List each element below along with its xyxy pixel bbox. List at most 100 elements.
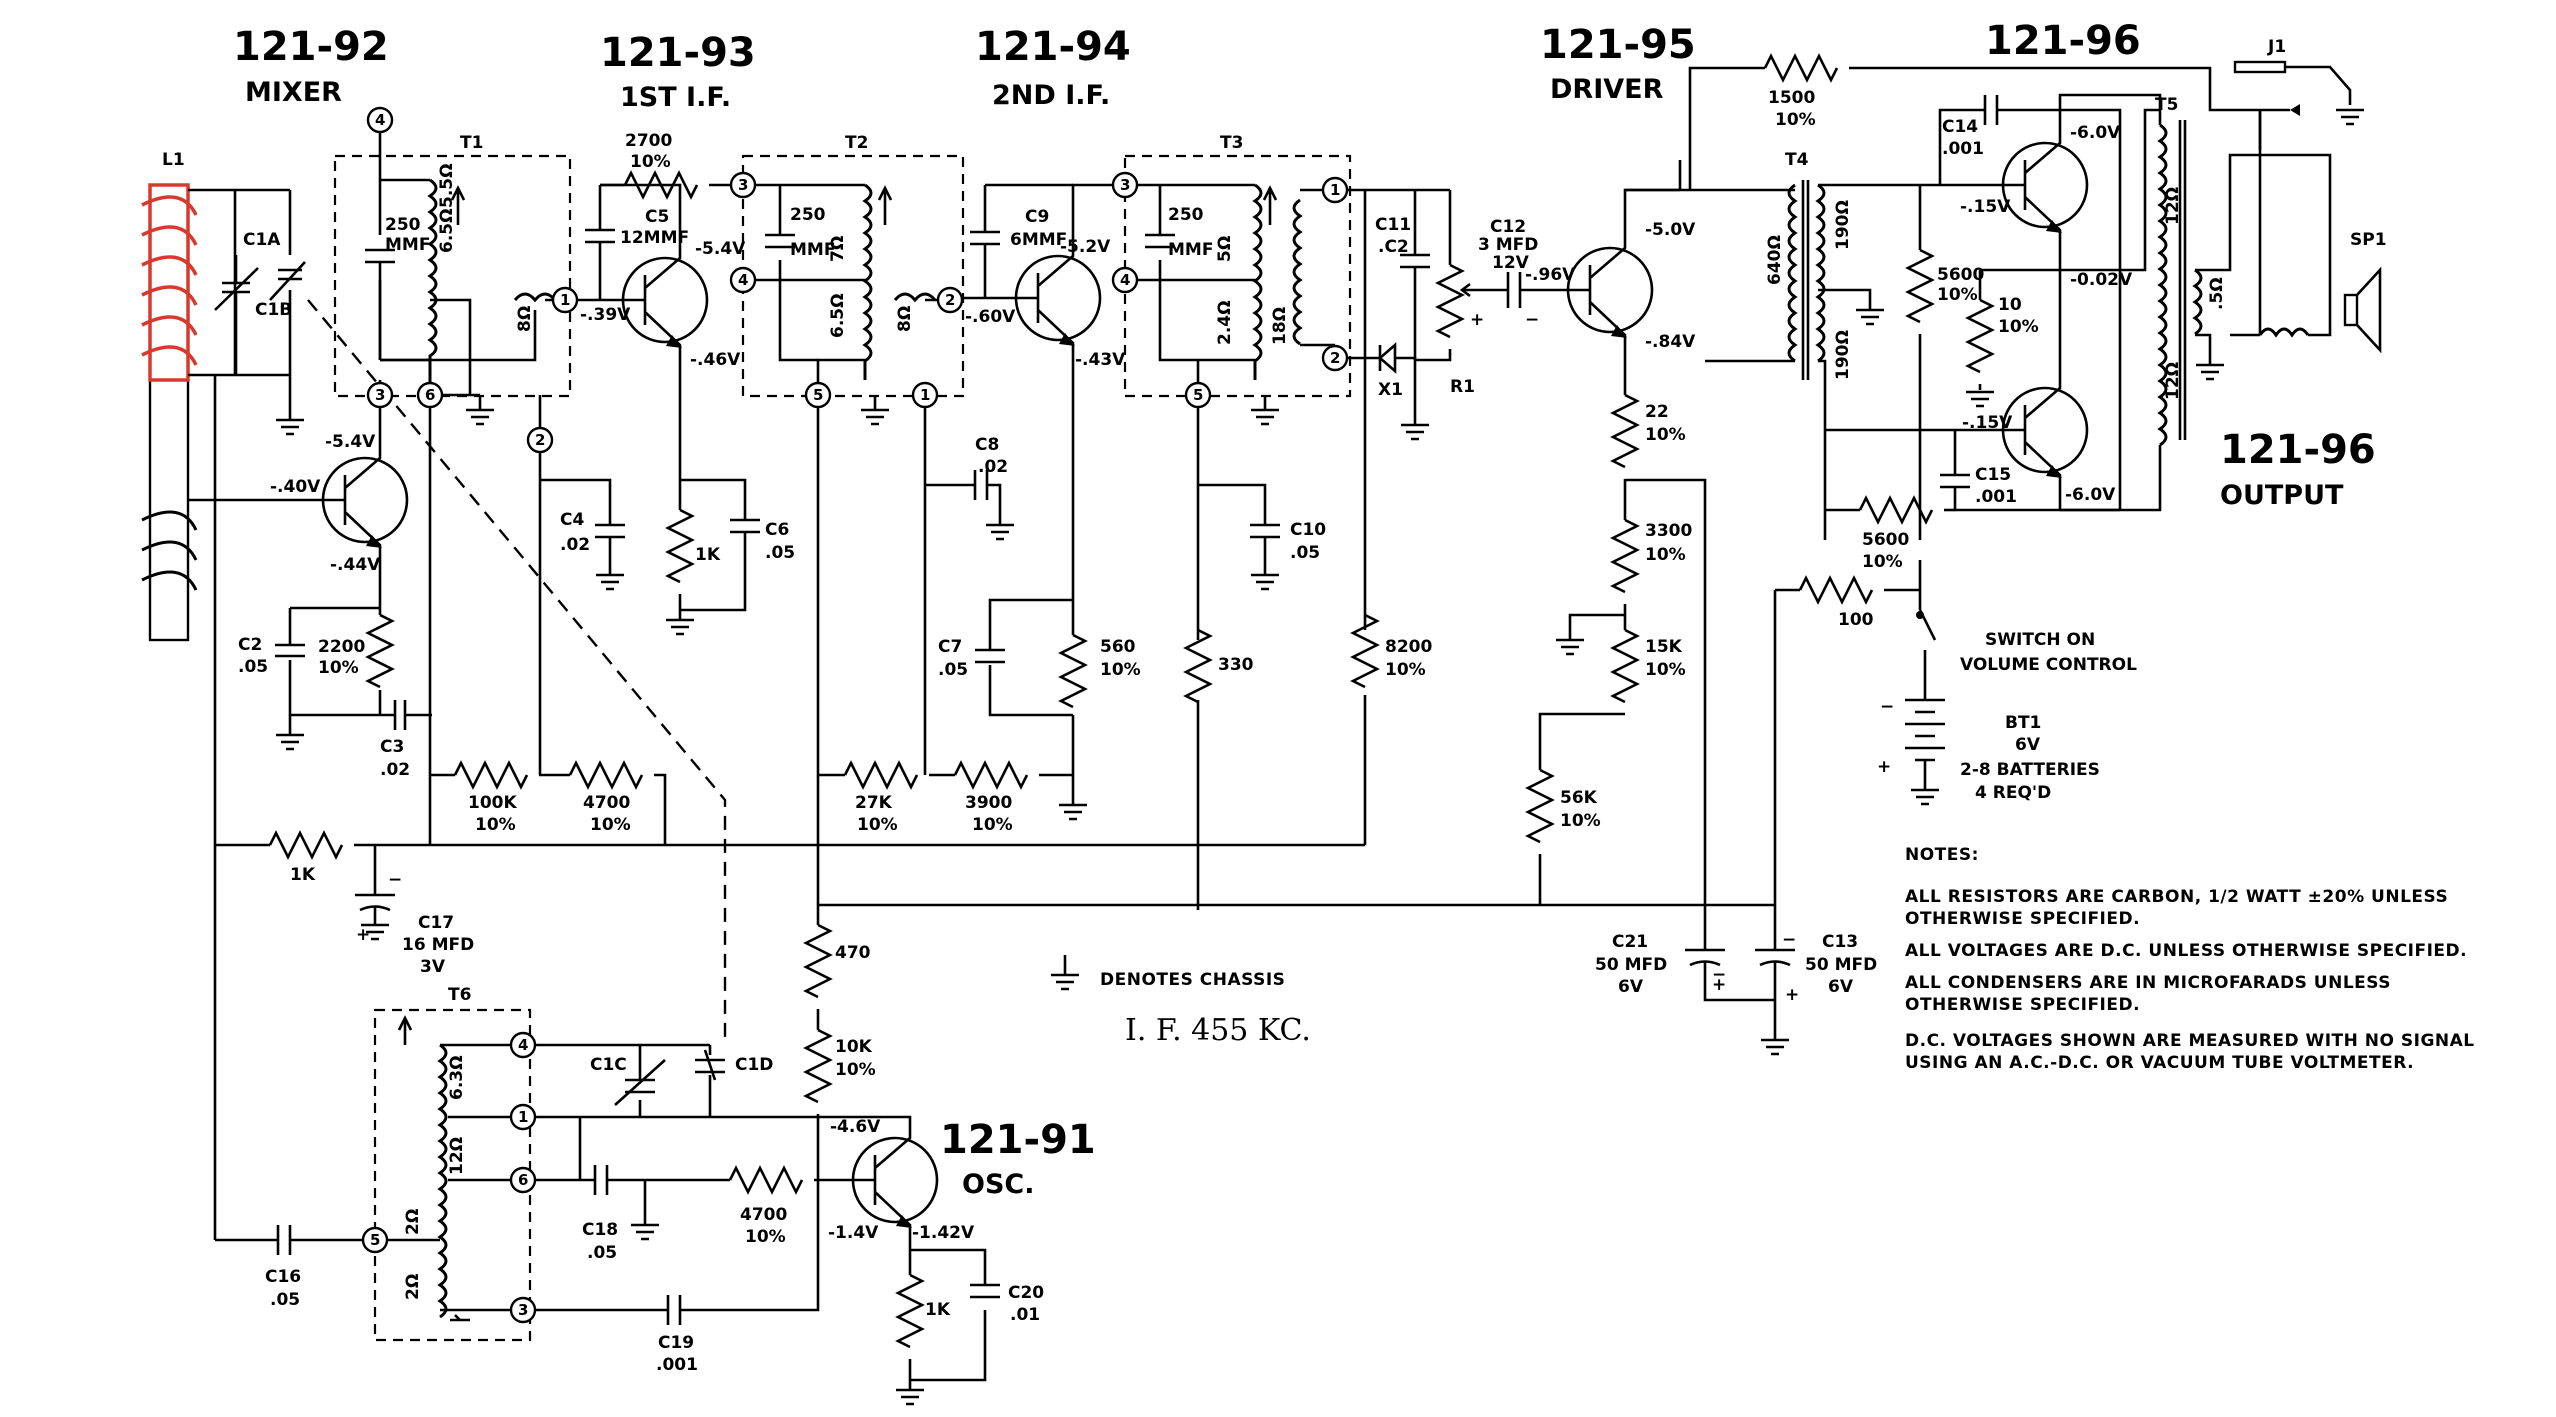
svg-text:C4: C4 [560,510,584,530]
transformer-t4: T4 640Ω 190Ω 190Ω [1765,150,1853,380]
svg-text:SP1: SP1 [2350,230,2387,250]
svg-text:−: − [1880,697,1894,717]
svg-text:-4.6V: -4.6V [830,1117,881,1137]
svg-text:X1: X1 [1378,380,1403,400]
svg-text:190Ω: 190Ω [1833,330,1853,380]
svg-text:T4: T4 [1785,150,1809,170]
svg-text:.C2: .C2 [1378,237,1409,257]
svg-text:.02: .02 [560,535,590,555]
cap-c20: C20 .01 [970,1283,1044,1325]
svg-text:.01: .01 [1010,1305,1040,1325]
svg-text:10%: 10% [1385,660,1426,680]
svg-text:+: + [1877,757,1891,777]
antenna-coil-l1: L1 [141,150,198,642]
svg-text:56K: 56K [1560,788,1598,808]
svg-text:10%: 10% [1560,811,1601,831]
svg-text:C5: C5 [645,207,669,227]
svg-text:-.46V: -.46V [690,350,741,370]
svg-text:250: 250 [1168,205,1204,225]
svg-text:4: 4 [375,111,385,129]
svg-text:+: + [356,925,370,945]
driver-transistor [1566,188,1680,355]
volume-pot-r1[interactable]: R1 [1415,190,1478,397]
if1-id: 121-93 [600,30,756,76]
trimmer-c1d[interactable]: C1D [695,1049,773,1081]
svg-text:C6: C6 [765,520,789,540]
svg-text:-5.2V: -5.2V [1060,237,1111,257]
svg-text:NOTES:: NOTES: [1905,845,1979,865]
svg-text:5Ω: 5Ω [1215,236,1235,262]
svg-text:-.84V: -.84V [1645,332,1696,352]
output-id-top: 121-96 [1985,18,2141,64]
svg-text:C18: C18 [582,1220,618,1240]
osc-role: OSC. [962,1169,1034,1200]
svg-text:4700: 4700 [583,793,630,813]
svg-text:MMF: MMF [1168,240,1213,260]
svg-text:1500: 1500 [1768,88,1815,108]
svg-text:2200: 2200 [318,637,365,657]
cap-c15: C15 .001 [1940,430,2120,512]
svg-text:3V: 3V [420,957,446,977]
svg-text:250: 250 [385,215,421,235]
svg-text:470: 470 [835,943,871,963]
svg-text:50 MFD: 50 MFD [1595,955,1667,975]
svg-text:R1: R1 [1450,377,1475,397]
output-transistor-upper [1910,110,2089,270]
driver-role: DRIVER [1550,74,1664,105]
svg-text:-.15V: -.15V [1960,197,2011,217]
svg-text:SWITCH ON: SWITCH ON [1985,630,2095,650]
svg-text:1K: 1K [290,865,316,885]
svg-text:3300: 3300 [1645,521,1692,541]
svg-text:.001: .001 [1975,487,2017,507]
svg-text:10%: 10% [590,815,631,835]
svg-text:+: + [1785,985,1799,1005]
volume-switch[interactable]: SWITCH ON VOLUME CONTROL [1916,611,2137,675]
svg-text:100: 100 [1838,610,1874,630]
osc-transistor [851,1115,939,1250]
svg-text:5: 5 [813,386,823,404]
svg-text:.05: .05 [587,1243,617,1263]
svg-text:C21: C21 [1612,932,1648,952]
svg-text:4700: 4700 [740,1205,787,1225]
svg-text:6.5Ω: 6.5Ω [437,208,457,253]
svg-text:T6: T6 [448,985,471,1005]
mixer-transistor [188,380,409,600]
driver-id: 121-95 [1540,22,1696,68]
svg-text:ALL VOLTAGES ARE D.C. UNLESS O: ALL VOLTAGES ARE D.C. UNLESS OTHERWISE S… [1905,941,2467,961]
svg-text:.05: .05 [270,1290,300,1310]
cap-c14: C14 .001 [1938,95,2122,510]
svg-text:2700: 2700 [625,131,672,151]
svg-text:330: 330 [1218,655,1254,675]
svg-text:-5.4V: -5.4V [325,432,376,452]
svg-text:C9: C9 [1025,207,1049,227]
svg-text:C14: C14 [1942,117,1978,137]
tuning-cap-c1a: C1A [214,230,281,375]
svg-text:-1.4V: -1.4V [828,1223,879,1243]
svg-text:6.3Ω: 6.3Ω [447,1055,467,1100]
notes-block: NOTES: ALL RESISTORS ARE CARBON, 1/2 WAT… [1905,845,2474,1073]
svg-text:4 REQ'D: 4 REQ'D [1975,783,2051,803]
svg-text:MMF: MMF [385,235,430,255]
svg-text:250: 250 [790,205,826,225]
svg-text:5: 5 [1193,386,1203,404]
svg-text:T5: T5 [2155,95,2178,115]
cap-c17: − + C17 16 MFD 3V [355,845,474,977]
svg-text:-5.4V: -5.4V [695,239,746,259]
svg-text:2Ω: 2Ω [403,1274,423,1300]
transformer-t3-shield [1123,154,1352,398]
svg-text:-.44V: -.44V [330,555,381,575]
svg-text:OTHERWISE SPECIFIED.: OTHERWISE SPECIFIED. [1905,995,2140,1015]
if2-id: 121-94 [975,24,1131,70]
chassis-legend: DENOTES CHASSIS [1049,955,1285,991]
output-id-side: 121-96 [2220,427,2376,473]
svg-text:C12: C12 [1490,217,1526,237]
svg-text:8200: 8200 [1385,637,1432,657]
svg-text:190Ω: 190Ω [1833,200,1853,250]
tuning-cap-c1c[interactable]: C1C [590,1055,666,1106]
svg-text:10%: 10% [475,815,516,835]
svg-text:4: 4 [518,1036,528,1054]
svg-text:10%: 10% [318,658,359,678]
svg-text:C17: C17 [418,913,454,933]
svg-text:6: 6 [518,1171,528,1189]
svg-text:10%: 10% [1645,660,1686,680]
